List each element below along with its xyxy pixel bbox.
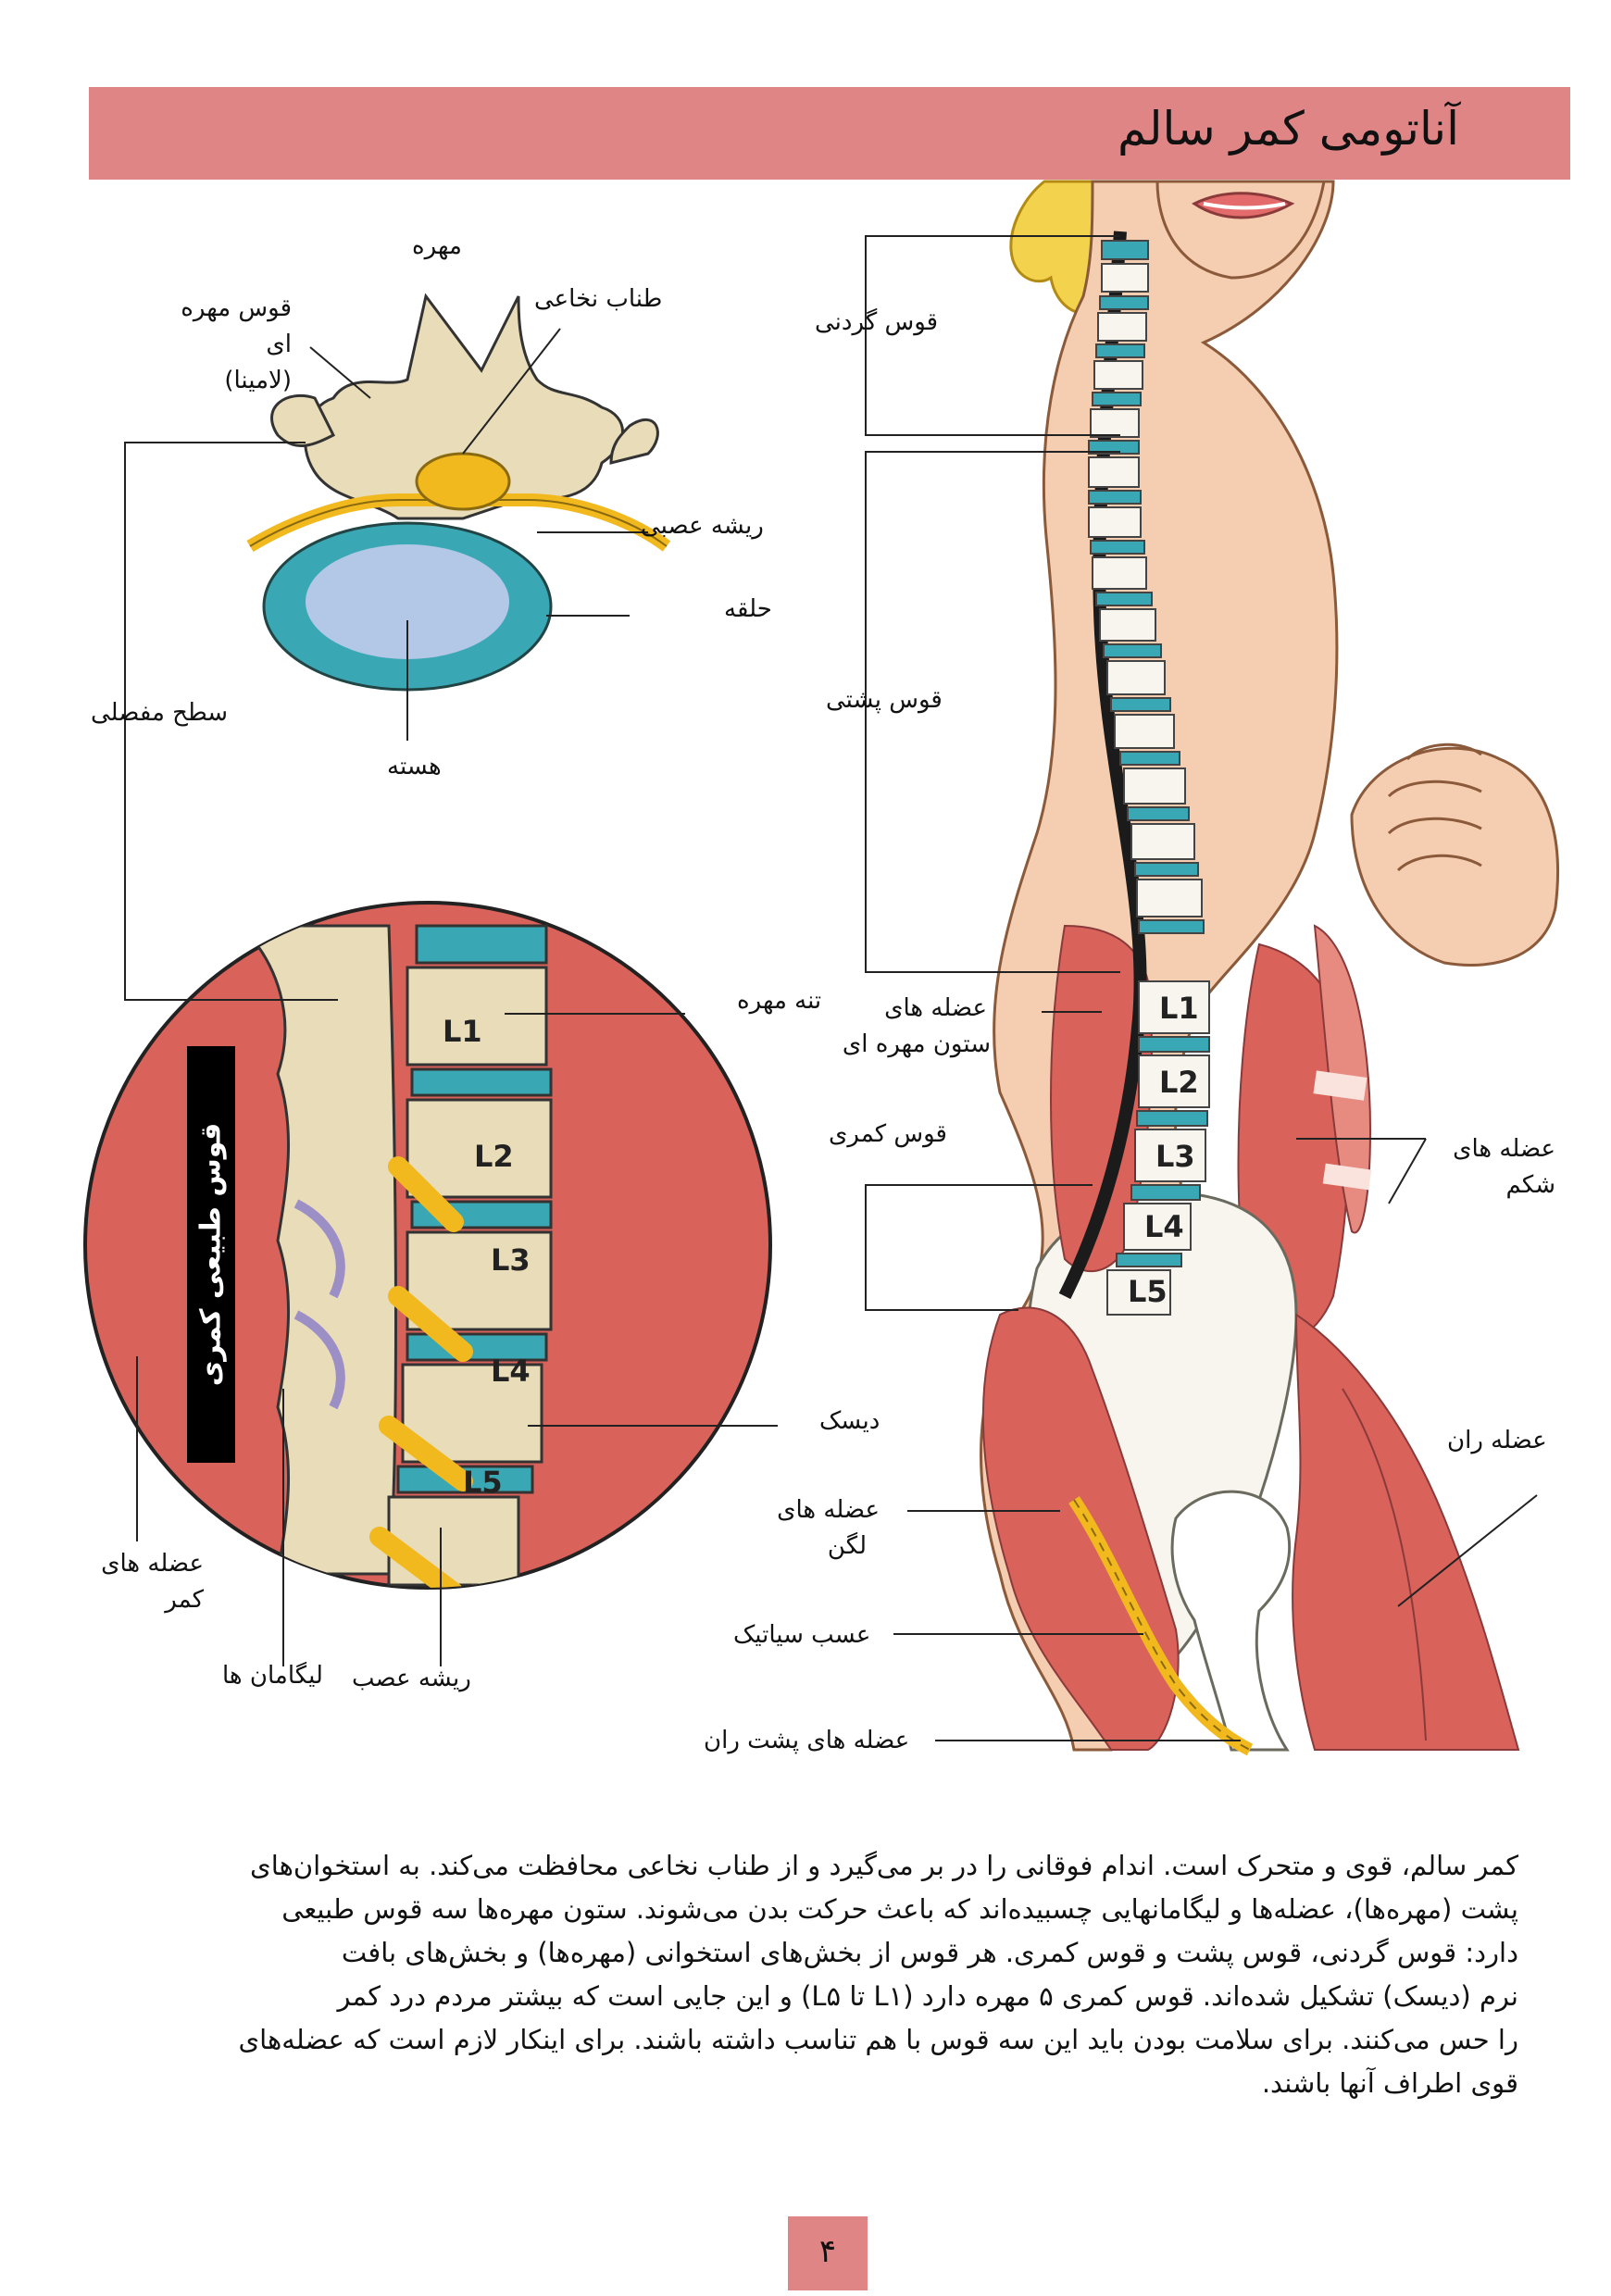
- vertebrae-stack: [1088, 240, 1210, 1316]
- vertebra-spinal-cord: [415, 452, 511, 511]
- label-spinal-cord: طناب نخاعی: [534, 285, 663, 313]
- zoom-label-l3: L3: [491, 1242, 531, 1278]
- zoom-label-l2: L2: [474, 1139, 514, 1174]
- label-thoracic: قوس پشتی: [826, 686, 943, 714]
- label-facet: سطح مفصلی: [91, 699, 229, 727]
- label-abdominal: عضله های شکم: [1417, 1131, 1555, 1204]
- lips-highlight: [1203, 202, 1286, 210]
- fingers: [1387, 742, 1482, 872]
- page-number: ۴: [818, 2233, 837, 2270]
- thigh-muscles: [1292, 1313, 1520, 1751]
- label-lamina-line2: (لامینا): [224, 367, 292, 394]
- page-title: آناتومی کمر سالم: [1118, 102, 1459, 156]
- label-sciatic: عسب سیاتیک: [733, 1621, 871, 1649]
- body-line-1: کمر سالم، قوی و متحرک است. اندام فوقانی …: [250, 1850, 1518, 1881]
- femur-head: [1170, 1490, 1292, 1752]
- side-label-l1: L1: [1159, 991, 1199, 1026]
- label-disc: دیسک: [819, 1407, 880, 1435]
- label-pelvic: عضله های لگن: [759, 1492, 880, 1565]
- page-header: آناتومی کمر سالم: [89, 87, 1570, 180]
- side-figure: L1 L2 L3 L4 L5: [980, 180, 1559, 1756]
- label-back-muscles-line2: کمر: [165, 1586, 204, 1614]
- body-line-3: دارد: قوس گردنی، قوس پشت و قوس کمری. هر …: [341, 1937, 1518, 1968]
- label-ligaments: لیگامان ها: [222, 1662, 323, 1690]
- body-line-4: نرم (دیسک) تشکیل شده‌اند. قوس کمری ۵ مهر…: [337, 1980, 1518, 2012]
- body-paragraph: کمر سالم، قوی و متحرک است. اندام فوقانی …: [213, 1844, 1518, 2105]
- vertebra-nucleus: [306, 544, 509, 659]
- label-lumbar-curve: قوس طبیعی کمری: [194, 1122, 228, 1387]
- side-label-l2: L2: [1159, 1065, 1199, 1100]
- label-nucleus: هسته: [387, 753, 442, 780]
- side-label-l4: L4: [1144, 1209, 1184, 1244]
- zoom-circle: L1 L2 L3 L4 L5: [83, 901, 772, 1590]
- label-back-muscles-line1: عضله های: [101, 1550, 204, 1578]
- label-lumbar: قوس کمری: [829, 1120, 947, 1148]
- label-zoom-nerve-root: ریشه عصب: [352, 1665, 471, 1692]
- page-number-box: ۴: [788, 2216, 868, 2290]
- label-paraspinal-line2: ستون مهره ای: [842, 1030, 991, 1058]
- zoom-label-l1: L1: [443, 1014, 482, 1049]
- body-line-6: قوی اطراف آنها باشند.: [1261, 2067, 1518, 2099]
- label-cervical: قوس گردنی: [815, 308, 939, 336]
- label-back-muscles: عضله های کمر: [74, 1546, 204, 1618]
- label-paraspinal-line1: عضله های: [884, 994, 987, 1022]
- lumbar-curve-bar: قوس طبیعی کمری: [187, 1046, 235, 1463]
- label-lamina-line1: قوس مهره ای: [181, 294, 292, 358]
- leader-lines: [124, 235, 1538, 1741]
- label-hamstrings: عضله های پشت ران: [704, 1727, 910, 1754]
- vertebra-top-view: [246, 293, 671, 692]
- body-line-5: را حس می‌کنند. برای سلامت بودن باید این …: [238, 2024, 1518, 2055]
- pelvic-muscles: [981, 1306, 1180, 1751]
- label-vertebral-body: تنه مهره: [737, 987, 822, 1015]
- zoom-label-l5: L5: [463, 1465, 503, 1500]
- label-lamina: قوس مهره ای (لامینا): [148, 291, 292, 399]
- label-pelvic-line2: لگن: [827, 1532, 867, 1560]
- side-label-l5: L5: [1128, 1274, 1168, 1309]
- label-vertebra-title: مهره: [412, 232, 462, 260]
- label-abdominal-line1: عضله های: [1453, 1135, 1555, 1163]
- label-pelvic-line1: عضله های: [777, 1496, 880, 1524]
- label-thigh-muscle: عضله ران: [1447, 1427, 1547, 1454]
- side-label-l3: L3: [1155, 1139, 1195, 1174]
- lips: [1192, 192, 1295, 219]
- spine-illustration: L1 L2 L3 L4 L5: [83, 180, 1559, 1756]
- zoom-label-l4: L4: [491, 1354, 531, 1389]
- label-nerve-root: ریشه عصبی: [641, 512, 764, 540]
- body-line-2: پشت (مهره‌ها)، عضله‌ها و لیگامانهایی چسب…: [281, 1893, 1518, 1925]
- label-ring: حلقه: [724, 595, 772, 623]
- label-abdominal-line2: شکم: [1505, 1171, 1555, 1199]
- label-paraspinal: عضله های ستون مهره ای: [824, 991, 991, 1063]
